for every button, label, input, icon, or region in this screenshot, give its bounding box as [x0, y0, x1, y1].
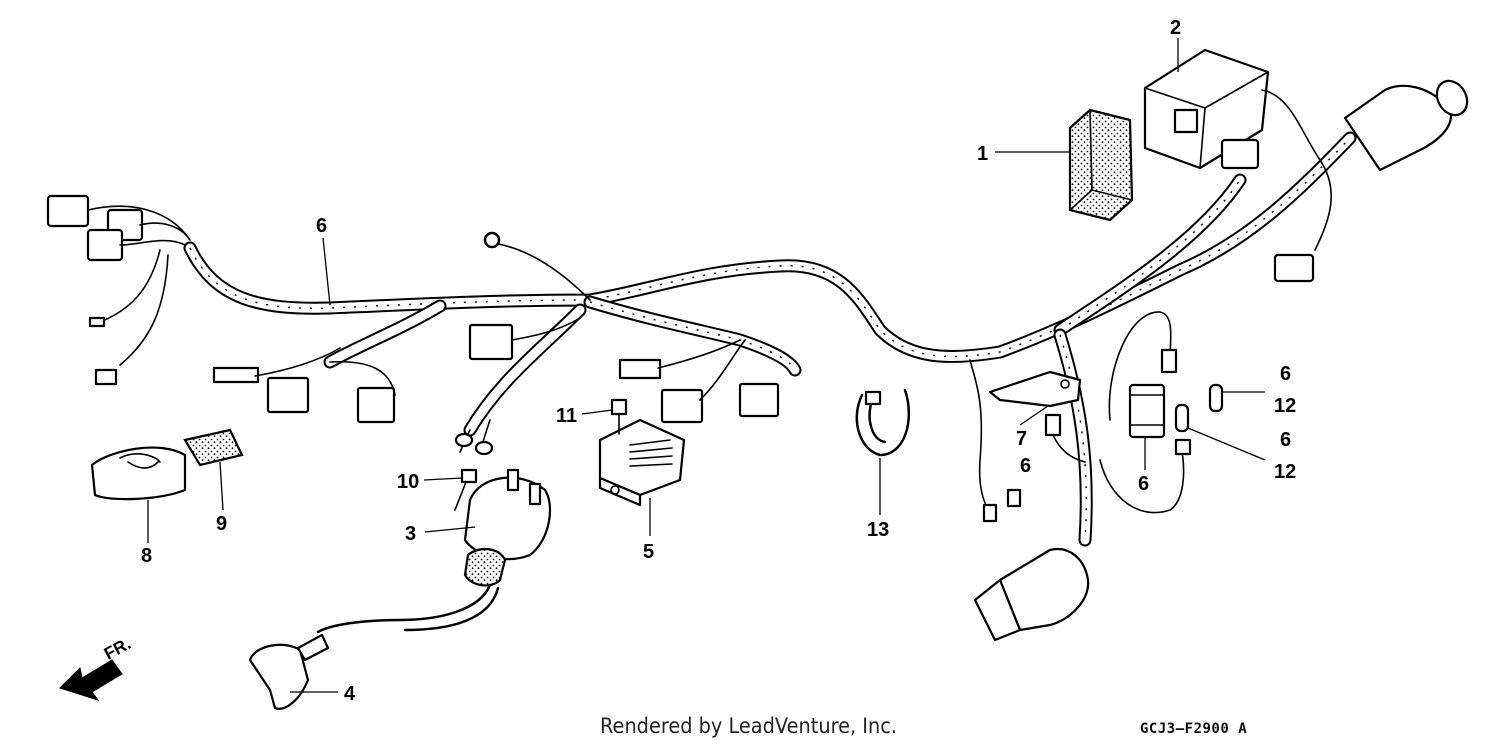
callout-7: 7	[1016, 428, 1027, 450]
part-3-ignition-coil	[316, 468, 552, 634]
callout-6-bracket: 6	[1020, 455, 1031, 477]
part-8-box	[90, 446, 187, 501]
left-connector-cluster	[46, 194, 191, 386]
callout-13: 13	[867, 519, 889, 541]
callout-12-b: 12	[1274, 461, 1296, 483]
callout-6-fuseholder: 6	[1138, 473, 1149, 495]
callout-8: 8	[141, 545, 152, 567]
front-arrow-icon: FR.	[59, 634, 134, 701]
part-9-pad	[183, 428, 244, 467]
part-10-bolt	[454, 468, 478, 511]
callout-11: 11	[556, 405, 577, 427]
callout-6-fuse-a: 6	[1280, 363, 1291, 385]
part-5-regulator	[598, 418, 686, 507]
credit-text: Rendered by LeadVenture, Inc.	[600, 714, 897, 738]
diagram-code: GCJ3—F2900 A	[1140, 721, 1248, 737]
part-1-relay	[1068, 108, 1134, 222]
callout-12-a: 12	[1274, 395, 1296, 417]
part-2-cdi-unit	[1143, 48, 1332, 283]
fuse-holders	[1099, 311, 1224, 514]
main-wire-harness	[183, 131, 1357, 547]
lower-coil	[973, 547, 1090, 642]
callout-5: 5	[643, 541, 654, 563]
callout-4: 4	[344, 683, 356, 705]
part-11-bolt	[610, 398, 628, 435]
part-13-band	[855, 388, 910, 457]
callout-9: 9	[216, 513, 227, 535]
leader-lines	[147, 38, 1266, 693]
callout-2: 2	[1170, 17, 1181, 39]
mid-left-connectors	[212, 231, 591, 456]
callout-10: 10	[397, 471, 419, 493]
front-arrow-label: FR.	[101, 634, 134, 664]
callout-1: 1	[977, 143, 988, 165]
upper-right-coil	[1343, 79, 1469, 172]
callout-3: 3	[405, 523, 416, 545]
callout-labels: 1 2 3 4 5 6 6 6 6 6 7 8 9 10 11 12 12 13	[141, 17, 1296, 705]
center-connectors	[618, 339, 780, 424]
part-4-plug-cap	[248, 633, 330, 710]
part-7-bracket	[969, 359, 1086, 523]
callout-6-fuse-b: 6	[1280, 429, 1291, 451]
callout-6-harness: 6	[316, 215, 327, 237]
